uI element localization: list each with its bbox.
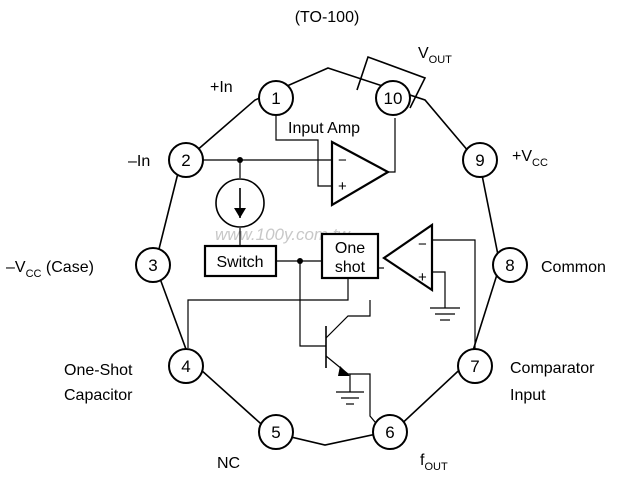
- comp-minus: −: [418, 236, 427, 253]
- pin-number: 6: [385, 423, 394, 442]
- watermark: www.100y.com.tw: [215, 225, 352, 244]
- pin-number: 8: [505, 256, 514, 275]
- pin9-label: +VCC: [512, 148, 548, 169]
- pin-5: 5: [258, 414, 294, 450]
- vout-tab: [356, 55, 427, 109]
- wire-transistor-base: [299, 261, 326, 347]
- pin-number: 2: [181, 151, 190, 170]
- pin-8: 8: [492, 247, 528, 283]
- pin5-label: NC: [217, 455, 240, 472]
- pin3-label: –VCC (Case): [6, 259, 94, 280]
- pin-number: 5: [271, 423, 280, 442]
- oneshot-label-1: One: [335, 240, 365, 257]
- pin4-label: One-Shot: [64, 362, 133, 379]
- pin-2: 2: [168, 142, 204, 178]
- package-label: (TO-100): [295, 9, 360, 26]
- wire-pin1-plus: [275, 116, 332, 187]
- input-amp: − +: [330, 140, 391, 207]
- pin2-label: –In: [128, 153, 150, 170]
- wire-comp-minus: [432, 239, 476, 348]
- oneshot-box: [320, 232, 380, 280]
- pin-number: 1: [271, 89, 280, 108]
- comparator: − +: [382, 222, 434, 293]
- wire-pin4: [187, 278, 349, 348]
- switch-box: [203, 244, 278, 278]
- pin4-label-2: Capacitor: [64, 387, 133, 404]
- comp-plus: +: [418, 269, 427, 286]
- pin-9: 9: [462, 142, 498, 178]
- pin7-label-2: Input: [510, 387, 546, 404]
- pin-4: 4: [168, 348, 204, 384]
- amp-plus: +: [338, 178, 347, 195]
- pin-3: 3: [135, 247, 171, 283]
- oneshot-label-2: shot: [335, 259, 366, 276]
- pin6-label: fOUT: [420, 452, 448, 473]
- current-source: [215, 178, 265, 228]
- transistor: [325, 300, 381, 429]
- pin-number: 7: [470, 357, 479, 376]
- pin7-label: Comparator: [510, 360, 595, 377]
- pin-number: 4: [181, 357, 190, 376]
- wire-comp-plus: [432, 271, 446, 308]
- input-amp-label: Input Amp: [288, 120, 360, 137]
- pin-1: 1: [258, 80, 294, 116]
- pin10-label: VOUT: [418, 45, 452, 66]
- pin-6: 6: [372, 414, 408, 450]
- switch-label: Switch: [216, 254, 263, 271]
- pin1-label: +In: [210, 79, 233, 96]
- pin-number: 10: [384, 89, 403, 108]
- pin8-label: Common: [541, 259, 606, 276]
- pin-number: 3: [148, 256, 157, 275]
- amp-minus: −: [338, 152, 347, 169]
- pin-7: 7: [457, 348, 493, 384]
- pin-number: 9: [475, 151, 484, 170]
- wire-amp-out: [388, 118, 396, 173]
- pin-10: 10: [375, 80, 411, 116]
